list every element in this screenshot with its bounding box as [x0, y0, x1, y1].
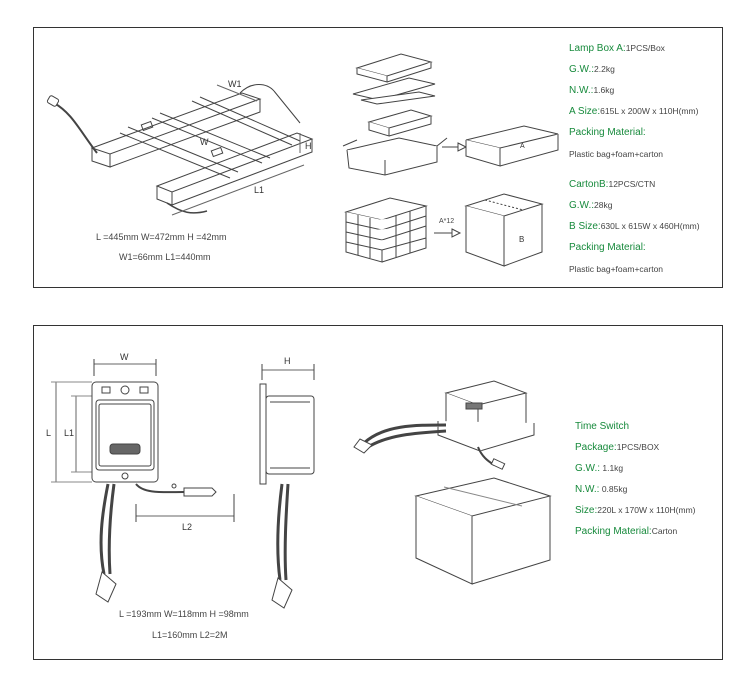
timer-front-view-drawing: W L L1 L2: [46, 352, 235, 603]
lamp-label-w: W: [200, 137, 209, 147]
timer-device-isometric: [353, 380, 535, 470]
timer-carton-box: [414, 477, 552, 585]
lamp-spec-packing-a: Packing Material:: [569, 127, 646, 138]
lamp-spec-box-a: Lamp Box A:1PCS/Box: [569, 43, 665, 54]
lamp-spec-carton-b: CartonB:12PCS/CTN: [569, 179, 656, 190]
arrow-to-box-a: [442, 142, 468, 152]
timer-label-w: W: [120, 352, 129, 362]
lamp-spec-nw-a: N.W.:1.6kg: [569, 85, 615, 96]
timer-spec-packing: Packing Material:Carton: [575, 526, 678, 537]
lamp-dims-line1: L =445mm W=472mm H =42mm: [96, 232, 227, 242]
lamp-spec-packing-b: Packing Material:: [569, 242, 646, 253]
timer-spec-package: Package:1PCS/BOX: [575, 442, 660, 453]
arrow-to-box-b: [434, 228, 462, 238]
lamp-label-w1: W1: [228, 79, 242, 89]
arrow-label-a12: A*12: [439, 218, 455, 225]
lamp-stacked-boxes: [344, 197, 428, 263]
timer-side-view-drawing: H: [259, 356, 315, 609]
lamp-spec-size-b: B Size:630L x 615W x 460H(mm): [569, 221, 700, 232]
timer-spec-nw: N.W.: 0.85kg: [575, 484, 628, 495]
lamp-spec-panel: W1 W H L1 L =445mm W=472mm H =42mm W1=66…: [33, 27, 723, 288]
timer-label-l1: L1: [64, 428, 74, 438]
timer-spec-gw: G.W.: 1.1kg: [575, 463, 624, 474]
lamp-box-b: B: [464, 193, 544, 267]
lamp-label-h: H: [305, 141, 312, 151]
lamp-packing-exploded: [342, 53, 448, 176]
timer-label-l2: L2: [182, 522, 192, 532]
timer-spec-title: Time Switch: [575, 421, 630, 432]
timer-dims-line1: L =193mm W=118mm H =98mm: [119, 609, 249, 619]
timer-spec-panel: W L L1 L2 H L =193mm W=118mm H =98mm L1=…: [33, 325, 723, 660]
box-a-label: A: [520, 143, 525, 150]
lamp-label-l1: L1: [254, 185, 264, 195]
lamp-spec-packing-b-value: Plastic bag+foam+carton: [569, 264, 664, 274]
timer-spec-size: Size:220L x 170W x 110H(mm): [575, 505, 696, 516]
timer-label-l: L: [46, 428, 51, 438]
lamp-frame-drawing: W1 W H L1: [46, 79, 314, 216]
timer-label-h: H: [284, 356, 291, 366]
timer-dims-line2: L1=160mm L2=2M: [152, 630, 228, 640]
lamp-dims-line2: W1=66mm L1=440mm: [119, 252, 211, 262]
lamp-spec-packing-a-value: Plastic bag+foam+carton: [569, 149, 664, 159]
lamp-spec-gw-a: G.W.:2.2kg: [569, 64, 615, 75]
lamp-spec-gw-b: G.W.:28kg: [569, 200, 613, 211]
box-b-label: B: [519, 235, 524, 244]
lamp-box-a: A: [465, 125, 559, 167]
lamp-spec-size-a: A Size:615L x 200W x 110H(mm): [569, 106, 699, 117]
